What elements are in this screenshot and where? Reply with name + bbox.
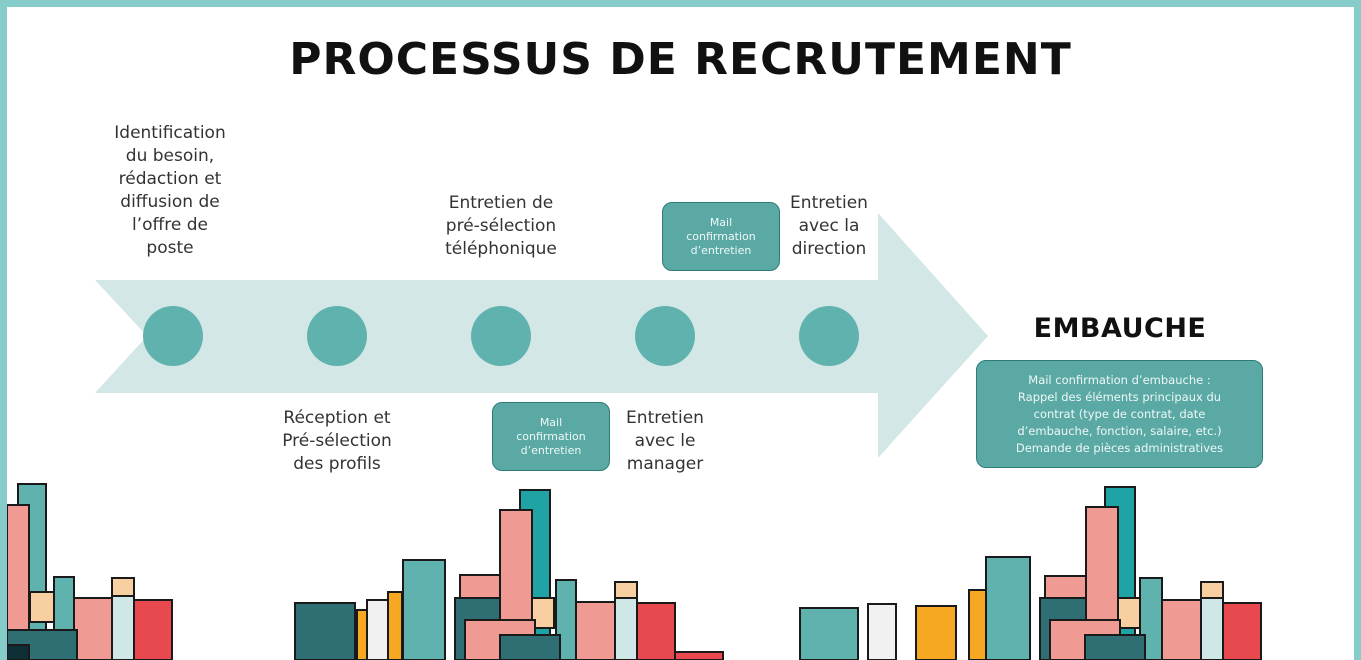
mail-confirmation-bottom: Mail confirmation d’entretien <box>492 402 610 471</box>
skyline-left <box>6 483 173 660</box>
skyline-middle <box>294 489 724 660</box>
page-title: PROCESSUS DE RECRUTEMENT <box>289 34 1072 85</box>
hire-heading: EMBAUCHE <box>1033 313 1207 344</box>
step-label-direction-interview: Entretien avec la direction <box>790 193 868 259</box>
step-dot-3 <box>471 306 531 366</box>
step-dot-4 <box>635 306 695 366</box>
step-dot-2 <box>307 306 367 366</box>
arrow-shape <box>95 213 988 458</box>
skyline-right <box>799 486 1262 660</box>
step-label-reception: Réception et Pré-sélection des profils <box>282 408 392 474</box>
mail-confirmation-top: Mail confirmation d’entretien <box>662 202 780 271</box>
step-dot-5 <box>799 306 859 366</box>
step-label-preselection-call: Entretien de pré-sélection téléphonique <box>445 193 557 259</box>
step-label-manager-interview: Entretien avec le manager <box>626 408 704 474</box>
hire-mail-box: Mail confirmation d’embauche : Rappel de… <box>976 360 1263 468</box>
step-label-identification: Identification du besoin, rédaction et d… <box>114 123 226 258</box>
step-dot-1 <box>143 306 203 366</box>
